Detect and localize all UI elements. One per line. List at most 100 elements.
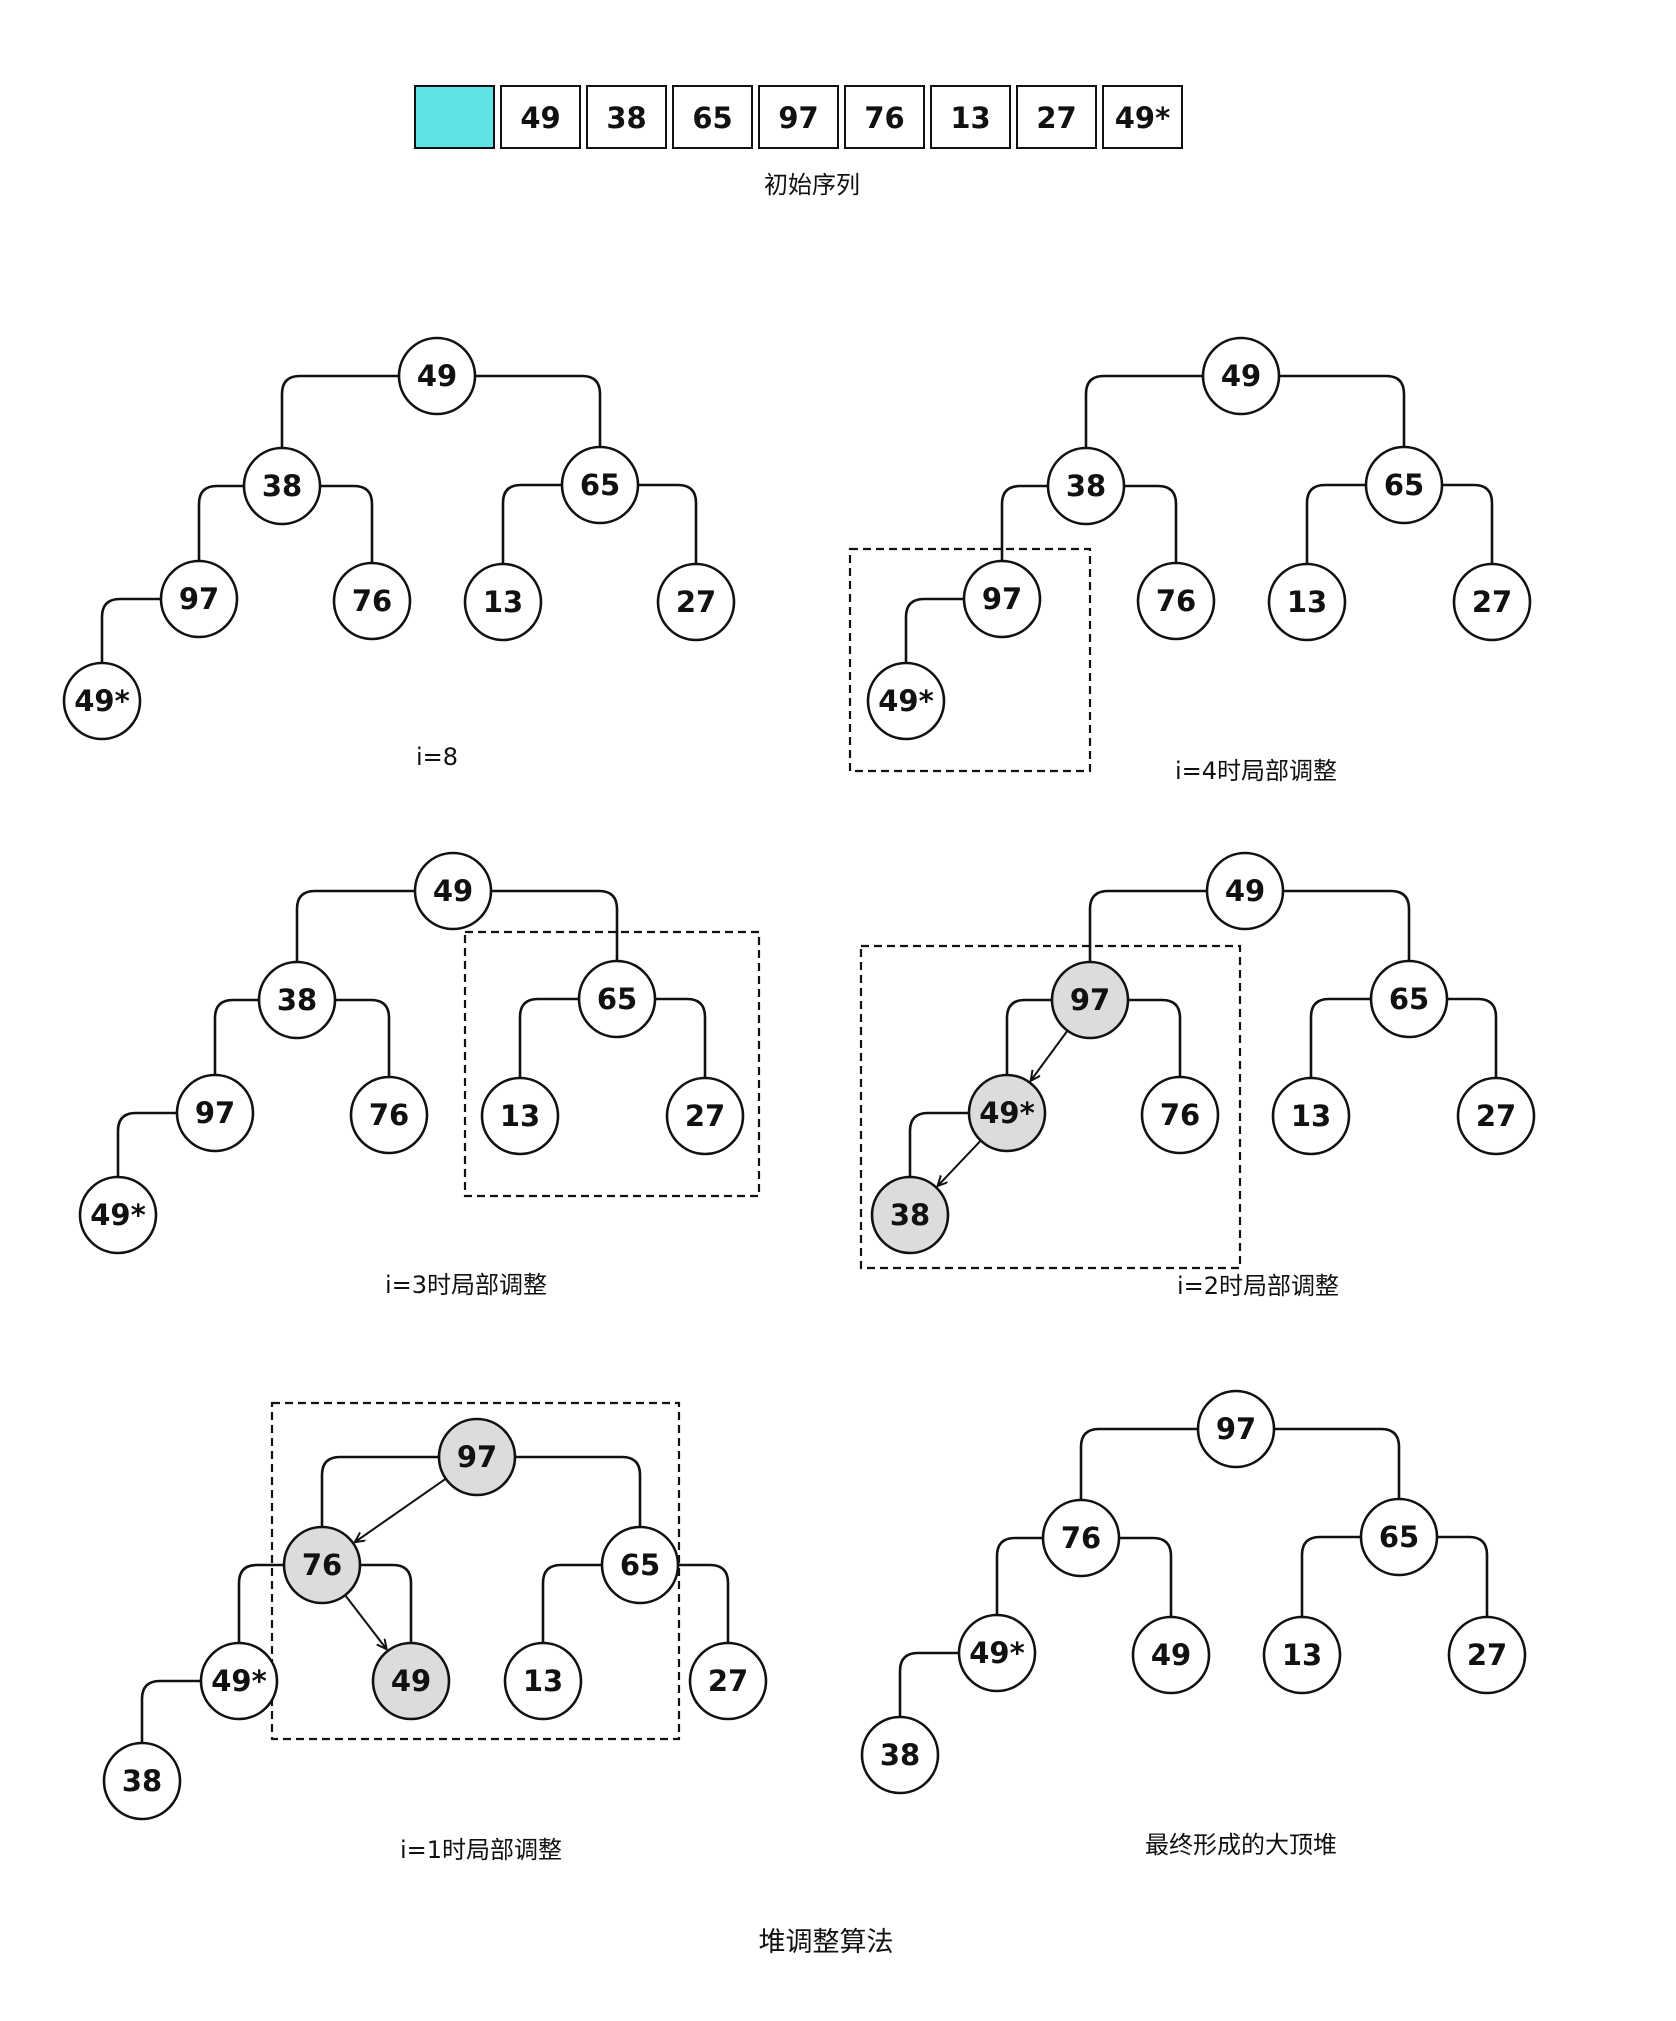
heap-node: 97: [175, 1073, 255, 1153]
panel-caption: i=1时局部调整: [400, 1836, 562, 1864]
node-circle: [860, 1715, 940, 1795]
array-cell-7: 27: [1016, 85, 1097, 149]
tree-edge: [904, 597, 964, 663]
tree-edge: [995, 1536, 1043, 1615]
node-circle: [1205, 851, 1285, 931]
heap-node: 49*: [957, 1613, 1037, 1693]
heap-node: 13: [1271, 1076, 1351, 1156]
heap-node: 65: [1364, 445, 1444, 525]
node-circle: [175, 1073, 255, 1153]
array-cell-4: 97: [758, 85, 839, 149]
node-value: 49*: [74, 684, 130, 718]
node-circle: [463, 562, 543, 642]
heap-node: 49: [1205, 851, 1285, 931]
node-value: 76: [1160, 1098, 1200, 1132]
node-value: 49: [433, 874, 473, 908]
heap-node: 49: [371, 1641, 451, 1721]
heap-node: 65: [577, 959, 657, 1039]
node-circle: [1196, 1389, 1276, 1469]
node-circle: [1201, 336, 1281, 416]
heap-node: 38: [860, 1715, 940, 1795]
node-value: 13: [1282, 1638, 1322, 1672]
node-circle: [1447, 1615, 1527, 1695]
figure-title: 堆调整算法: [759, 1927, 894, 1958]
highlighted-node-circle: [437, 1417, 517, 1497]
node-value: 76: [352, 584, 392, 618]
node-value: 49*: [878, 684, 934, 718]
node-circle: [480, 1076, 560, 1156]
node-value: 13: [483, 585, 523, 619]
tree-edge: [638, 483, 698, 564]
heap-node: 49: [413, 851, 493, 931]
node-value: 27: [708, 1664, 748, 1698]
heap-node: 65: [1369, 959, 1449, 1039]
node-circle: [349, 1075, 429, 1155]
node-circle: [962, 559, 1042, 639]
heap-node: 49*: [866, 661, 946, 741]
array-caption: 初始序列: [764, 171, 860, 199]
node-value: 49: [391, 1664, 431, 1698]
tree-edge: [1442, 483, 1494, 564]
adjust-region-box: [270, 1401, 681, 1741]
node-circle: [577, 959, 657, 1039]
tree-edge: [320, 1455, 439, 1527]
node-circle: [1271, 1076, 1351, 1156]
adjust-region-box: [859, 944, 1242, 1270]
heap-node: 97: [1050, 960, 1130, 1040]
node-circle: [242, 446, 322, 526]
heap-node: 65: [600, 1525, 680, 1605]
tree-edge: [197, 484, 244, 561]
node-circle: [665, 1076, 745, 1156]
heap-node: 49*: [199, 1641, 279, 1721]
tree-edge: [320, 484, 374, 563]
node-circle: [1364, 445, 1444, 525]
tree-edge: [213, 998, 259, 1075]
heap-node: 97: [1196, 1389, 1276, 1469]
tree-edge: [280, 374, 399, 448]
heap-node: 65: [1359, 1497, 1439, 1577]
tree-edge: [908, 1111, 969, 1177]
node-circle: [413, 851, 493, 931]
heap-node: 27: [1447, 1615, 1527, 1695]
heap-node: 13: [463, 562, 543, 642]
heap-node: 38: [242, 446, 322, 526]
node-value: 65: [620, 1548, 660, 1582]
array-cell-1: 49: [500, 85, 581, 149]
array-cell-6-value: 13: [950, 101, 990, 135]
node-value: 27: [676, 585, 716, 619]
node-circle: [199, 1641, 279, 1721]
tree-edge: [501, 483, 562, 564]
node-value: 97: [457, 1440, 497, 1474]
highlighted-node-circle: [282, 1525, 362, 1605]
tree-edge: [1305, 483, 1366, 564]
node-value: 49: [1225, 874, 1265, 908]
tree-edge: [541, 1563, 602, 1643]
heap-node: 27: [1456, 1076, 1536, 1156]
array-cell-5-value: 76: [864, 101, 904, 135]
node-value: 38: [122, 1764, 162, 1798]
array-cell-4-value: 97: [778, 101, 818, 135]
tree-edge: [1088, 889, 1207, 962]
tree-edge: [1079, 1427, 1198, 1500]
adjust-region-box: [848, 547, 1092, 773]
heap-node: 76: [349, 1075, 429, 1155]
heap-node: 49: [397, 336, 477, 416]
highlighted-node-circle: [371, 1641, 451, 1721]
node-circle: [503, 1641, 583, 1721]
sift-arrow: [355, 1477, 447, 1542]
node-circle: [78, 1175, 158, 1255]
node-value: 49: [1221, 359, 1261, 393]
node-value: 49: [1151, 1638, 1191, 1672]
tree-edge: [1437, 1535, 1489, 1617]
node-circle: [397, 336, 477, 416]
node-value: 76: [1156, 584, 1196, 618]
array-cell-3-value: 65: [692, 101, 732, 135]
panel-caption: i=4时局部调整: [1175, 757, 1337, 785]
